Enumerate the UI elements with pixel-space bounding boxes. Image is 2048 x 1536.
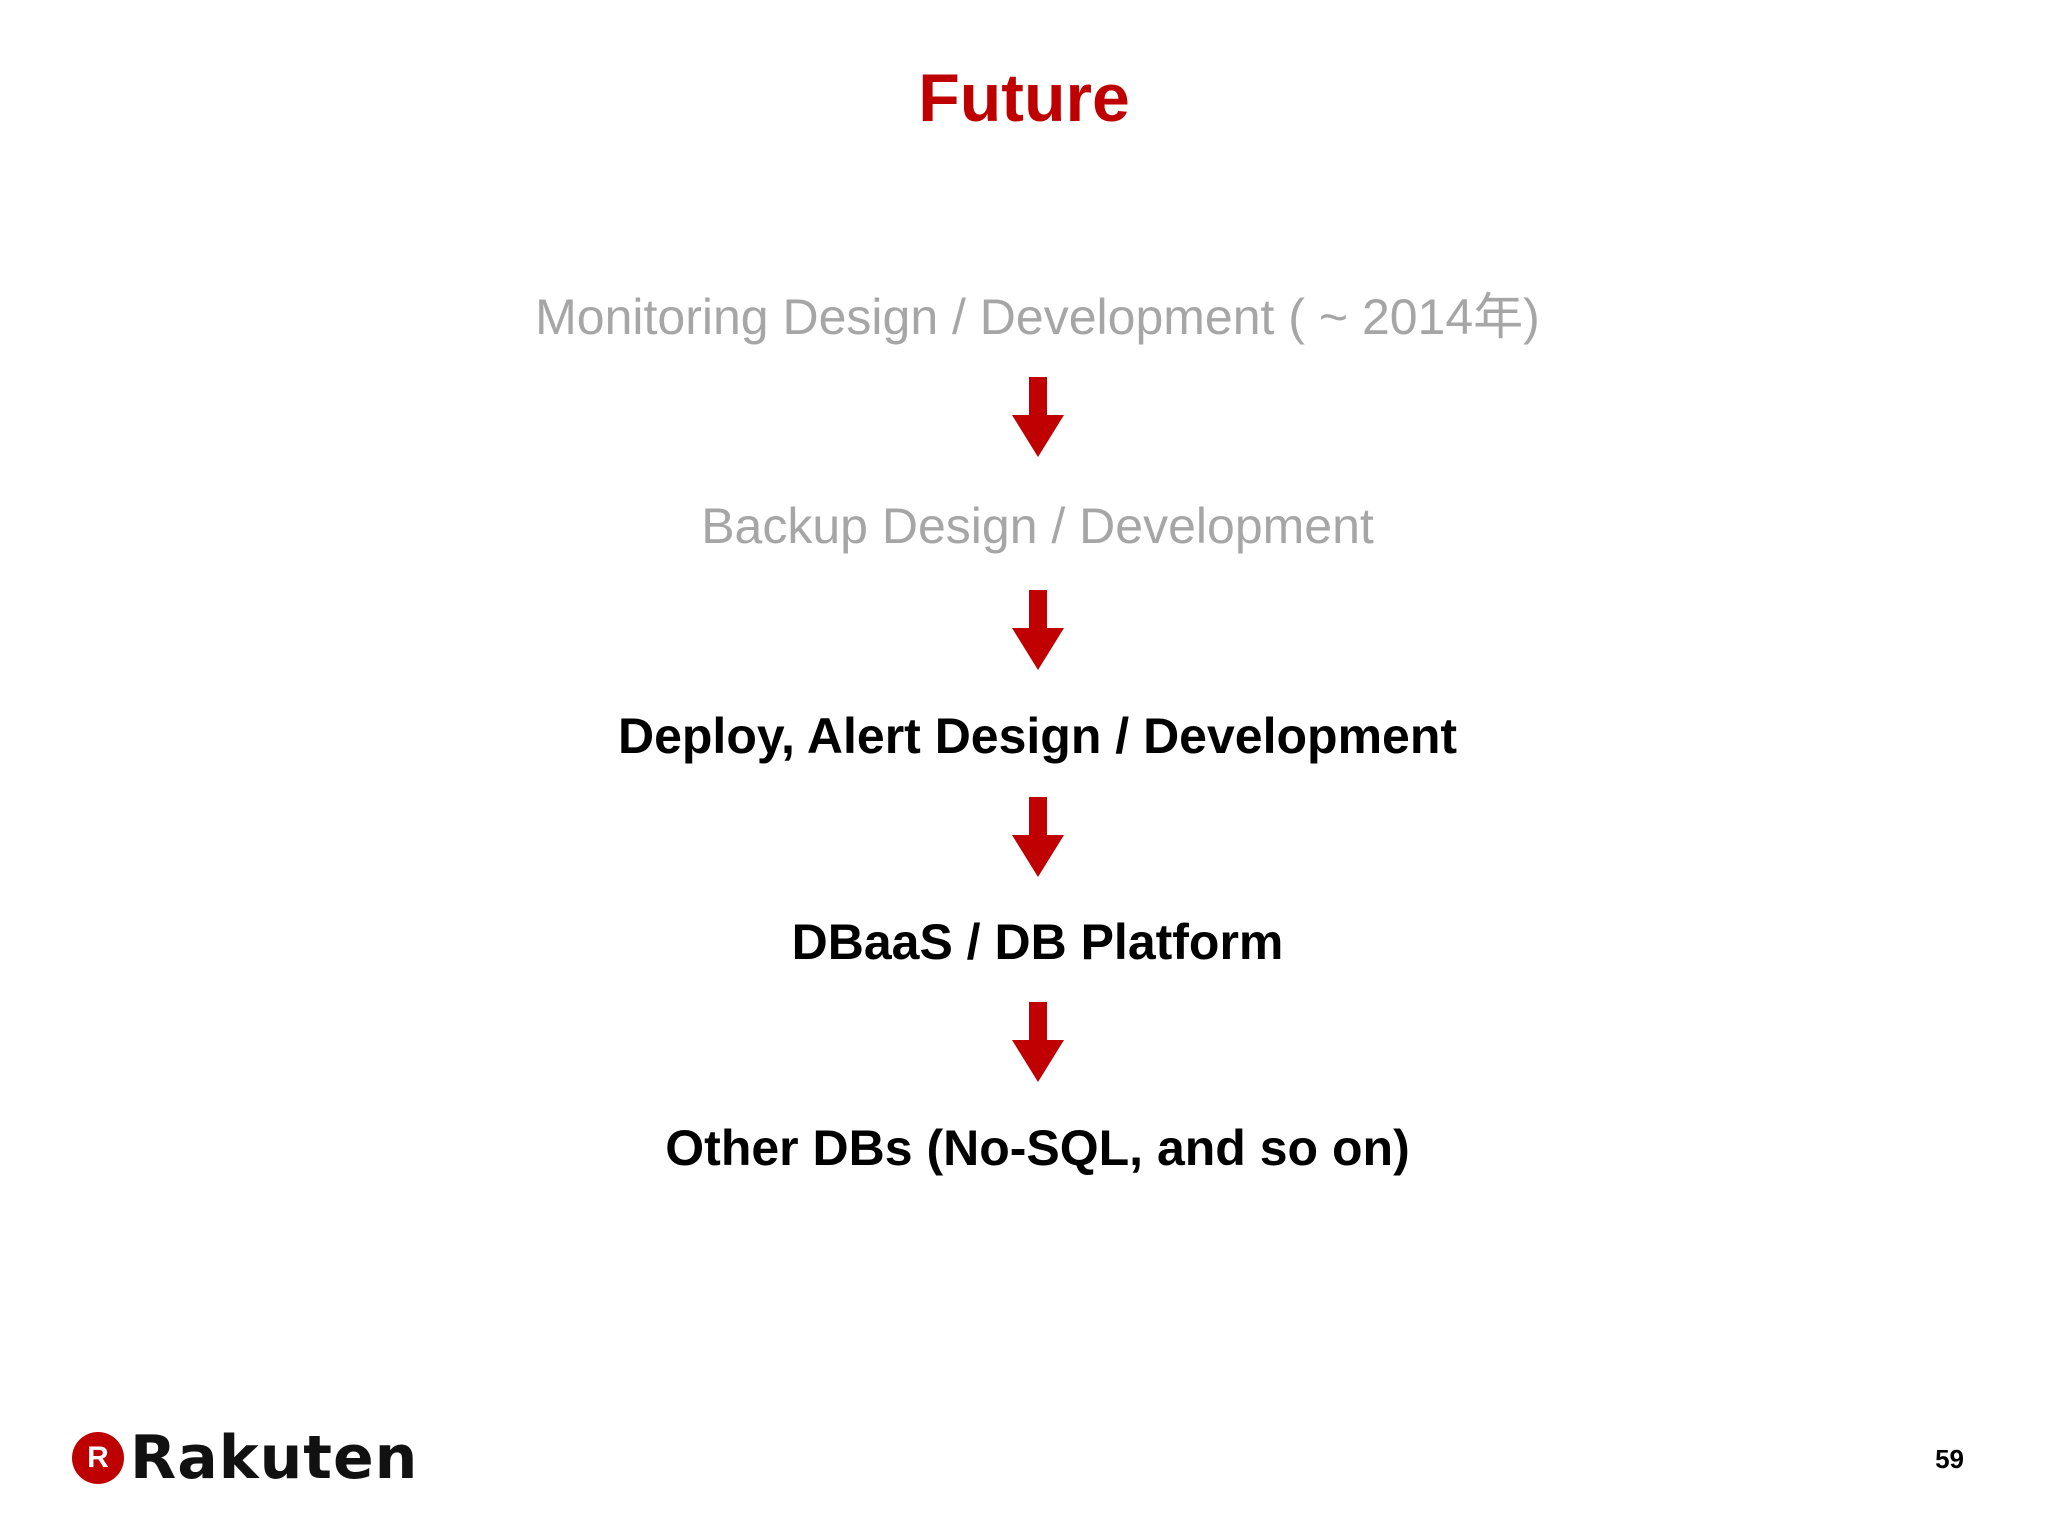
rakuten-logo: R Rakuten [72,1428,418,1488]
down-arrow-icon [1012,590,1064,670]
step-monitoring: Monitoring Design / Development ( ~ 2014… [535,289,1540,345]
down-arrow-icon [1012,377,1064,457]
down-arrow-icon [1012,1002,1064,1082]
logo-mark-icon: R [72,1432,124,1484]
step-other-dbs: Other DBs (No-SQL, and so on) [665,1120,1410,1176]
step-deploy-alert: Deploy, Alert Design / Development [617,708,1458,764]
logo-text: Rakuten [130,1423,419,1493]
slide-title: Future [918,60,1130,136]
down-arrow-icon [1012,797,1064,877]
page-number: 59 [1935,1444,1964,1474]
step-backup: Backup Design / Development [701,498,1374,554]
step-dbaas: DBaaS / DB Platform [791,914,1284,970]
